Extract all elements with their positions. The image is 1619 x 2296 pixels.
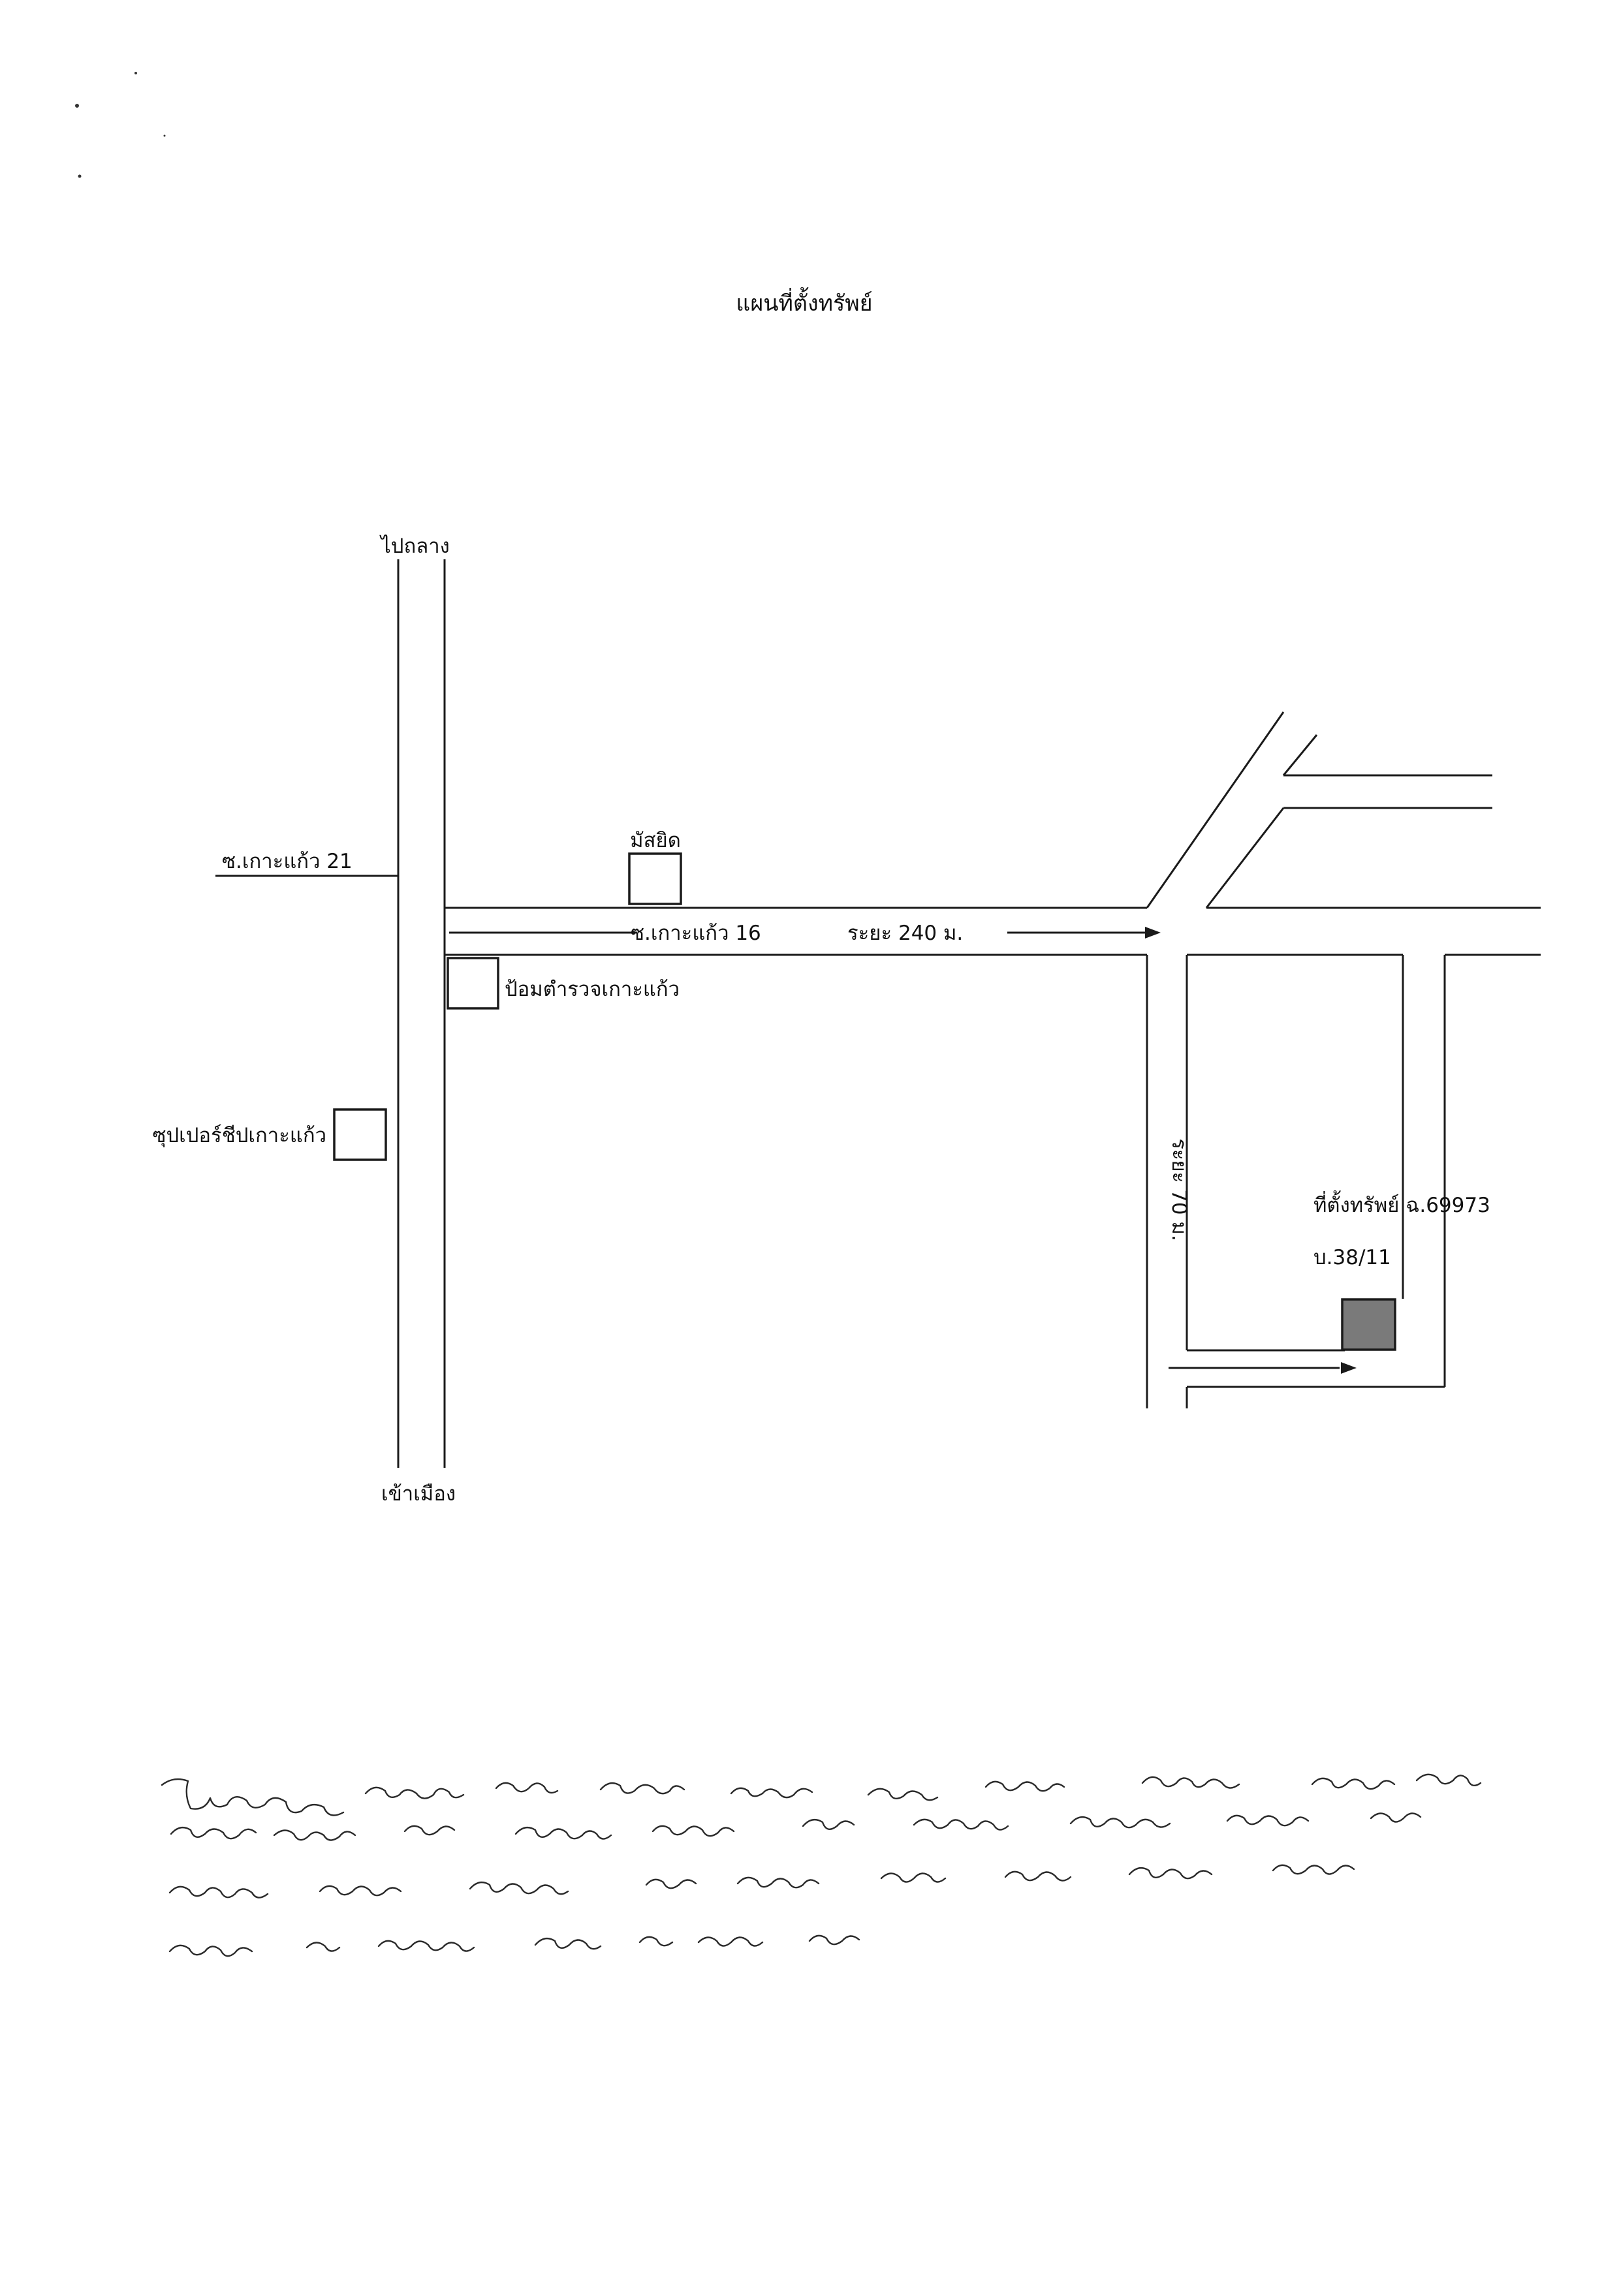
police-box-building [447,957,499,1010]
label-soi-16: ซ.เกาะแก้ว 16 [631,922,761,945]
supercheap-building [333,1108,387,1161]
label-house-number: บ.38/11 [1313,1246,1391,1269]
mosque-building [628,852,682,905]
diagonal-branch-upper [1282,734,1318,776]
handwritten-note [161,1773,1482,1957]
label-police-box: ป้อมตำรวจเกาะแก้ว [505,978,680,1001]
scan-specks [75,72,166,178]
diagonal-road-west-edge [1146,711,1285,908]
label-mosque: มัสยิด [630,829,681,852]
label-supercheap: ซุปเปอร์ชีปเกาะแก้ว [152,1124,326,1148]
label-distance-240: ระยะ 240 ม. [847,922,963,945]
label-property-location: ที่ตั้งทรัพย์ ฉ.69973 [1313,1190,1490,1217]
label-to-thalang: ไปถลาง [379,535,450,558]
distance-70-arrow-head [1341,1362,1357,1374]
label-distance-70: ระยะ 70 ม. [1167,1138,1191,1241]
label-soi-21: ซ.เกาะแก้ว 21 [222,850,353,873]
map-title: แผนที่ตั้งทรัพย์ [736,287,872,317]
diagonal-road-east-edge [1205,807,1285,908]
label-to-city: เข้าเมือง [381,1482,456,1506]
distance-240-arrow-head [1145,927,1161,939]
property-marker [1341,1298,1396,1351]
